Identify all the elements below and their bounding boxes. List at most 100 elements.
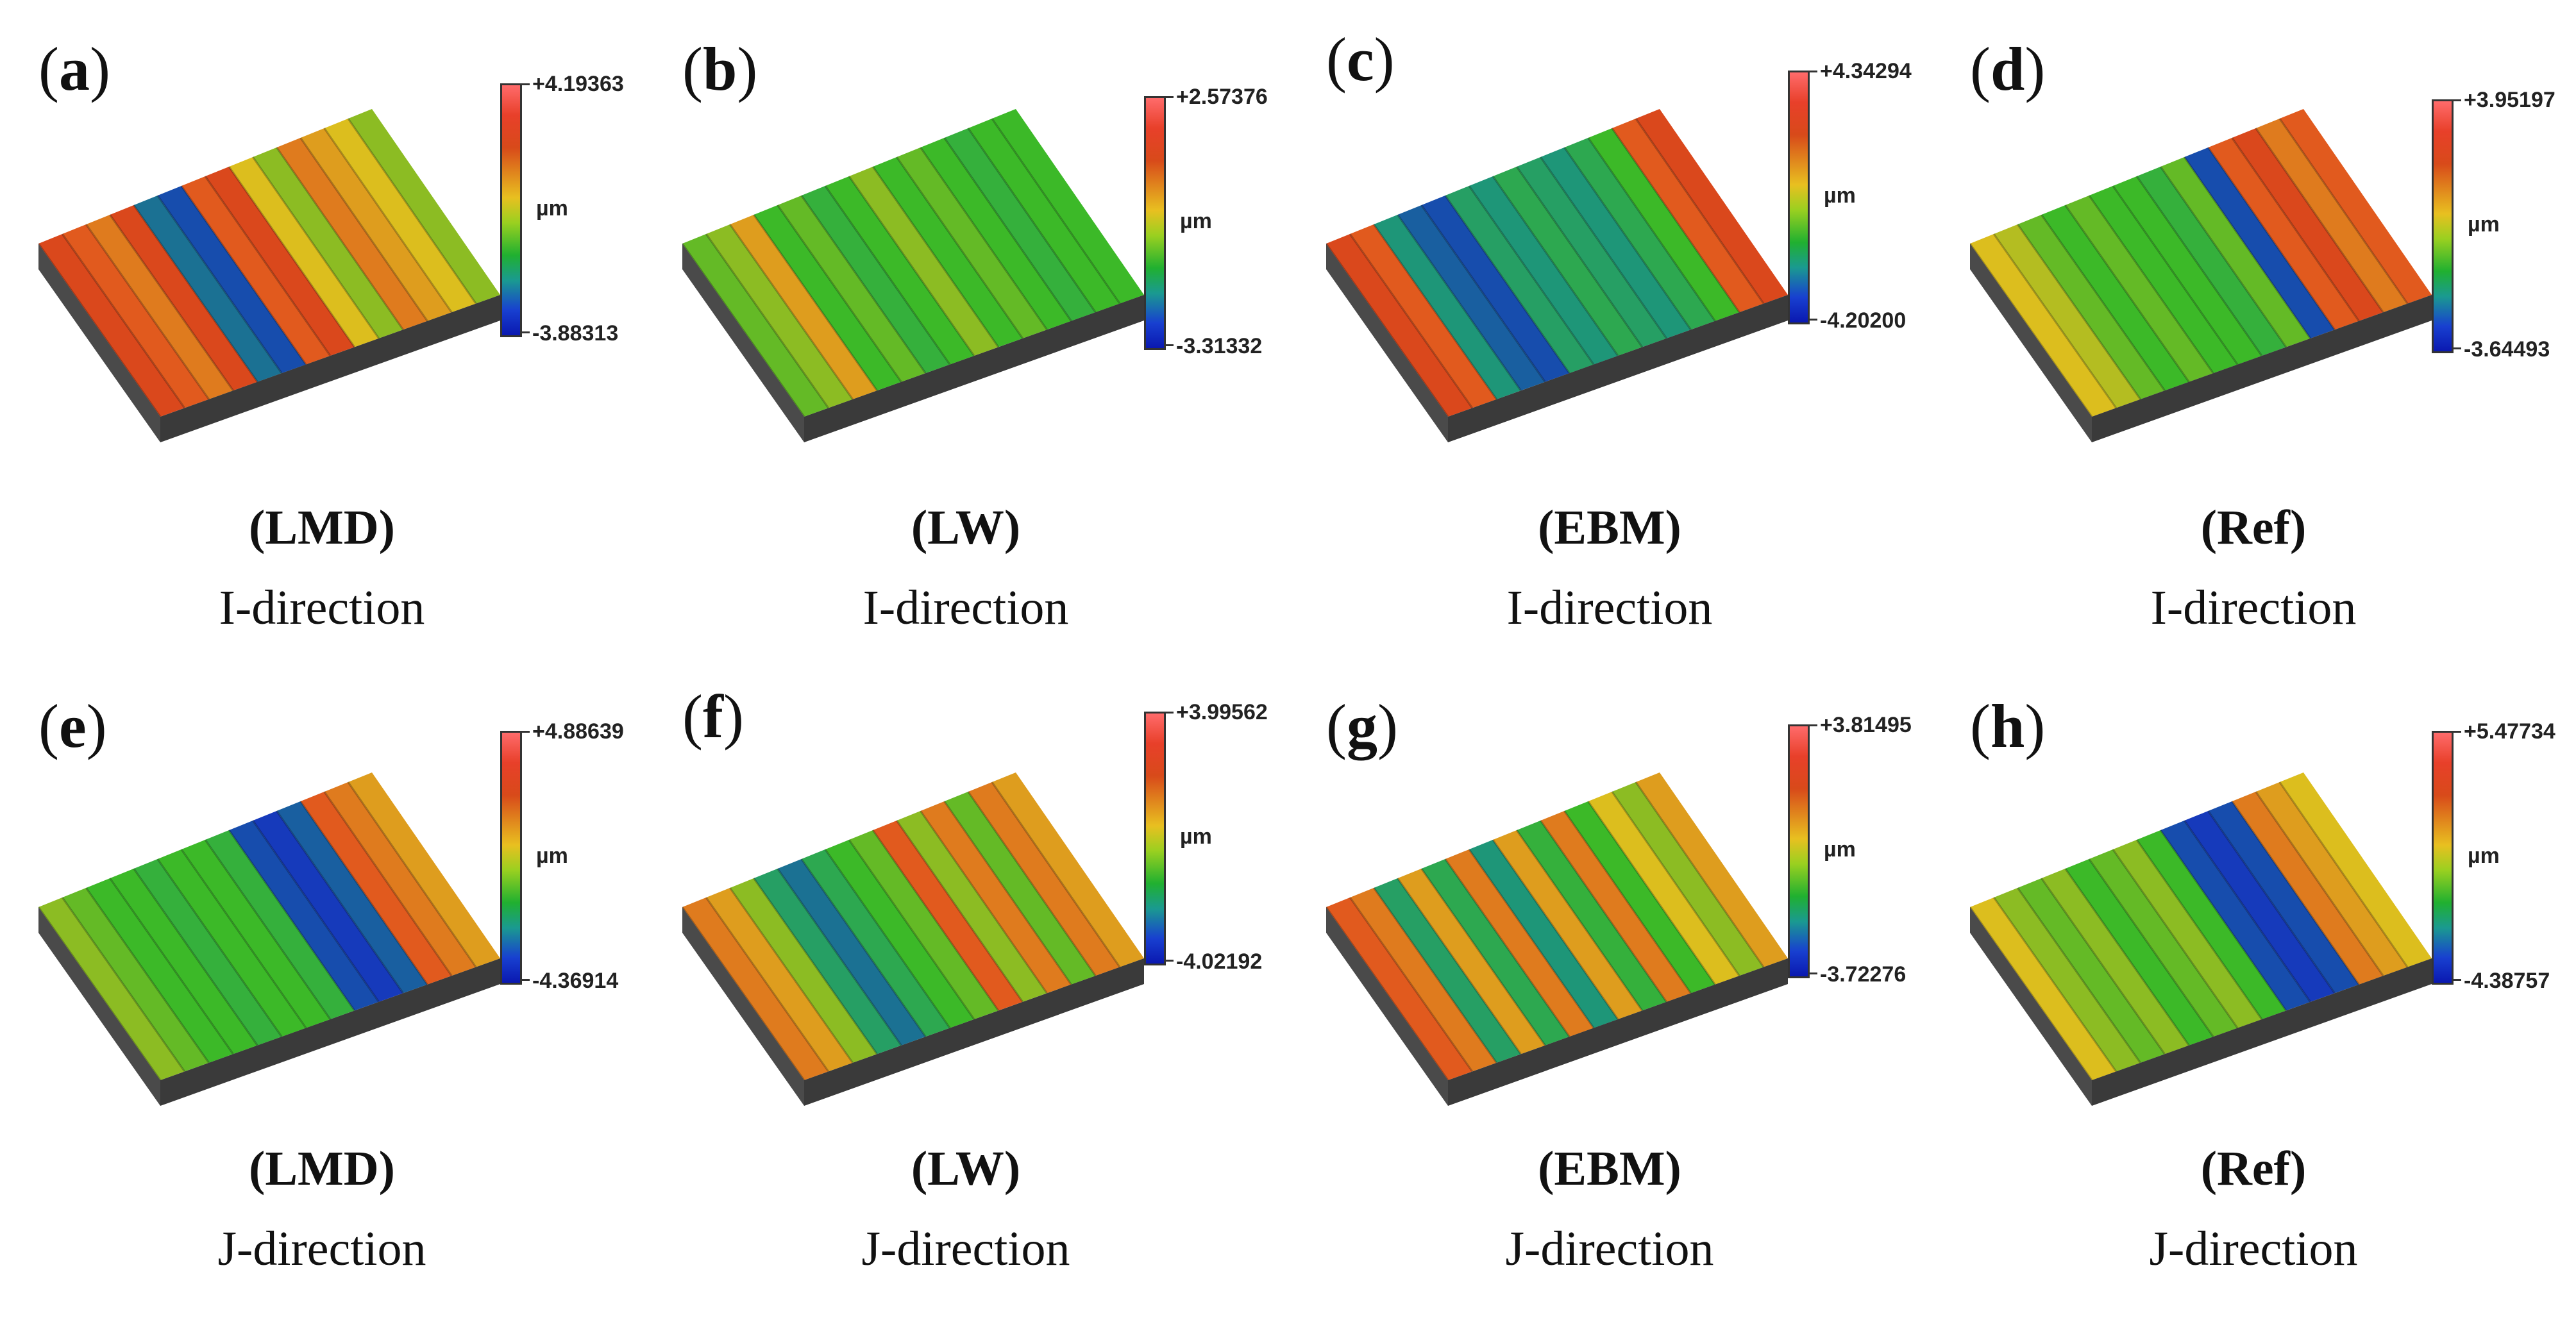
surface-stripe xyxy=(825,176,974,365)
surface-plot xyxy=(1970,772,2432,1106)
surface-stripe xyxy=(181,176,330,365)
surface-stripe xyxy=(2255,782,2408,976)
direction-caption: I-direction xyxy=(219,581,425,635)
surface-ridge xyxy=(2255,791,2384,976)
surface-ridge xyxy=(2088,195,2214,374)
panel-d: (d) +3.95197 µm -3.64493 (Ref) I-directi… xyxy=(1932,0,2575,664)
surface-stripe xyxy=(2279,109,2432,304)
surface-ridge xyxy=(824,185,951,365)
surface-ridge xyxy=(156,195,283,374)
surface-stripe xyxy=(324,782,476,976)
colorbar xyxy=(500,731,522,985)
colorbar xyxy=(1788,71,1810,324)
surface-ridge xyxy=(848,176,975,356)
surface-ridge xyxy=(1492,176,1619,356)
colorbar-unit: µm xyxy=(1180,824,1212,849)
surface-ridge xyxy=(1635,118,1765,305)
surface-stripe xyxy=(1612,782,1764,976)
surface-stripe xyxy=(1397,205,1545,391)
surface-ridge xyxy=(85,224,210,400)
colorbar-tick-max xyxy=(2452,99,2461,101)
colorbar-min-label: -4.38757 xyxy=(2464,969,2550,993)
panel-letter: (c) xyxy=(1326,25,1395,94)
colorbar-max-label: +4.34294 xyxy=(1820,59,1912,83)
surface-stripe xyxy=(849,830,998,1019)
process-caption: (EBM) xyxy=(1538,1142,1681,1196)
colorbar-max-label: +4.88639 xyxy=(532,719,624,744)
surface-base-front xyxy=(1448,958,1788,1106)
surface-plot xyxy=(1326,772,1788,1106)
surface-stripe xyxy=(1326,897,1472,1080)
surface-ridge xyxy=(2278,781,2409,968)
colorbar-min-label: -3.31332 xyxy=(1176,334,1263,358)
surface-stripe xyxy=(682,234,829,417)
surface-stripe xyxy=(2208,138,2359,330)
surface-ridge xyxy=(871,830,1000,1012)
surface-stripe xyxy=(157,849,307,1037)
surface-ridge xyxy=(1492,839,1619,1020)
panel-a: (a) +4.19363 µm -3.88313 (LMD) I-directi… xyxy=(0,0,644,664)
surface-ridge xyxy=(1563,810,1692,994)
surface-ridge xyxy=(777,868,902,1046)
colorbar xyxy=(500,83,522,337)
surface-stripe xyxy=(324,119,476,313)
surface-stripe xyxy=(38,234,185,417)
surface-ridge xyxy=(2278,118,2409,305)
surface-ridge xyxy=(299,801,428,985)
surface-plot xyxy=(682,109,1144,442)
surface-ridge xyxy=(943,137,1072,322)
surface-ridge xyxy=(2112,185,2239,365)
surface-stripe xyxy=(682,897,829,1080)
surface-ridge xyxy=(729,224,854,400)
surface-ridge xyxy=(1397,214,1522,392)
surface-ridge xyxy=(252,820,380,1003)
surface-ridge xyxy=(1420,868,1546,1046)
surface-stripe xyxy=(991,109,1144,304)
panel-letter: (d) xyxy=(1970,35,2046,103)
surface-ridge xyxy=(1468,849,1595,1029)
surface-stripe xyxy=(2065,196,2214,382)
surface-ridge xyxy=(2231,801,2360,985)
direction-caption: J-direction xyxy=(2149,1222,2358,1276)
process-caption: (EBM) xyxy=(1538,501,1681,555)
surface-base-left xyxy=(1970,244,2092,442)
surface-stripe xyxy=(1350,888,1497,1072)
surface-base-front xyxy=(1448,295,1788,442)
surface-ridge xyxy=(2159,830,2287,1012)
surface-stripe xyxy=(253,147,403,338)
surface-ridge xyxy=(323,128,453,313)
process-caption: (Ref) xyxy=(2200,1142,2307,1196)
surface-stripe xyxy=(348,109,500,304)
surface-stripe xyxy=(2137,830,2286,1019)
surface-ridge xyxy=(871,166,1000,348)
surface-ridge xyxy=(943,801,1072,985)
colorbar xyxy=(1788,724,1810,978)
surface-ridge xyxy=(848,839,975,1020)
surface-ridge xyxy=(2135,839,2263,1020)
surface-stripe xyxy=(300,792,452,985)
surface-stripe xyxy=(1421,859,1570,1046)
colorbar-unit: µm xyxy=(536,196,568,221)
surface-stripe xyxy=(1350,224,1497,408)
panel-c: (c) +4.34294 µm -4.20200 (EBM) I-directi… xyxy=(1288,0,1932,664)
surface-stripe xyxy=(1564,801,1715,994)
surface-stripe xyxy=(1397,869,1545,1055)
surface-base-left xyxy=(38,907,160,1106)
surface-ridge xyxy=(1992,233,2117,409)
colorbar-unit: µm xyxy=(1824,837,1856,862)
surface-stripe xyxy=(849,167,998,356)
surface-ridge xyxy=(2088,858,2214,1038)
surface-stripe xyxy=(968,119,1120,313)
surface-stripe xyxy=(753,869,902,1055)
surface-ridge xyxy=(1468,185,1595,365)
surface-base-front xyxy=(2092,295,2432,442)
surface-stripe xyxy=(801,849,950,1037)
surface-stripe xyxy=(2112,176,2262,365)
surface-ridge xyxy=(705,897,830,1072)
colorbar-min-label: -4.36914 xyxy=(532,969,619,993)
surface-ridge xyxy=(228,830,356,1012)
surface-stripe xyxy=(1994,224,2141,408)
surface-stripe xyxy=(86,215,233,399)
surface-stripe xyxy=(2017,878,2165,1063)
